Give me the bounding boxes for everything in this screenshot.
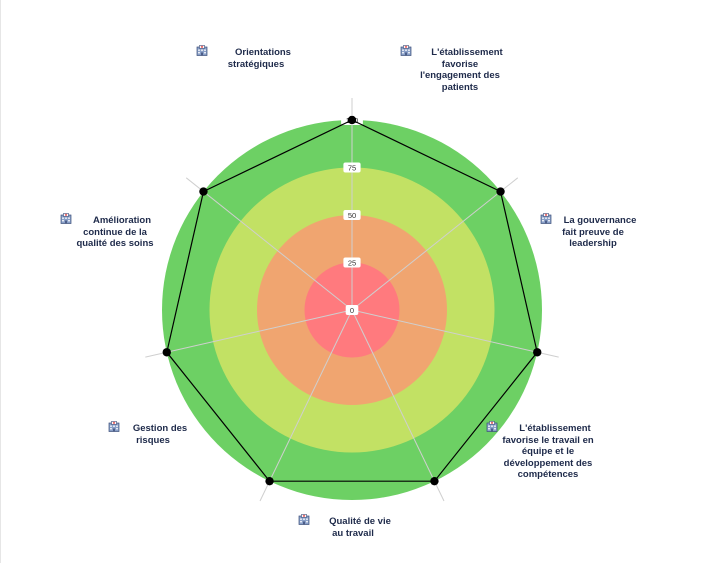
axis-label-text: équipe et le <box>521 446 575 457</box>
axis-label-text: L'établissement <box>519 423 591 434</box>
hospital-icon <box>60 213 91 224</box>
axis-label-text: risques <box>136 434 170 446</box>
axis-label-text: l'engagement des <box>420 70 500 81</box>
data-point-7 <box>199 187 208 196</box>
tick-label-bg <box>343 162 361 173</box>
hospital-icon <box>486 421 517 432</box>
axis-label-text: fait preuve de <box>562 226 624 238</box>
axis-label-text: Orientations <box>235 47 291 58</box>
data-point-1 <box>347 115 357 125</box>
tick-label-25: 25 <box>343 257 361 268</box>
tick-label-text: 25 <box>348 258 356 267</box>
hospital-icon <box>298 514 327 525</box>
axis-label-line: Amélioration <box>60 213 170 227</box>
tick-label-bg <box>343 257 361 268</box>
axis-label-line: compétences <box>486 469 610 481</box>
axis-spokes <box>145 98 559 502</box>
axis-label-text: continue de la <box>83 226 147 238</box>
spoke-6 <box>145 309 353 358</box>
data-point-4 <box>430 476 439 486</box>
axis-label-line: favorise le travail en <box>486 435 610 447</box>
axis-label-line: stratégiques <box>196 59 316 71</box>
axis-label-text: Qualité de vie <box>329 516 391 527</box>
axis-label-text: favorise le travail en <box>502 434 594 446</box>
tick-label-bg <box>343 210 361 220</box>
data-point-5 <box>265 476 274 486</box>
spoke-7 <box>185 177 353 311</box>
spoke-5 <box>259 309 353 502</box>
tick-label-text: 75 <box>348 163 356 172</box>
tick-label-75: 75 <box>343 162 361 173</box>
axis-label-line: l'engagement des <box>400 70 520 82</box>
axis-label-line: Qualité de vie <box>298 514 408 528</box>
tick-label-50: 50 <box>343 210 361 220</box>
axis-label-text: leadership <box>569 238 617 249</box>
axis-label-line: continue de la <box>60 227 170 239</box>
series-polygon <box>166 119 538 482</box>
axis-label-text: développement des <box>503 457 593 469</box>
axis-label-line: La gouvernance <box>540 213 646 227</box>
data-point-3 <box>533 348 542 357</box>
axis-label-text: L'établissement <box>431 47 503 58</box>
axis-label-line: favorise <box>400 59 520 71</box>
axis-label-line: leadership <box>540 238 646 250</box>
tick-label-text: 0 <box>350 306 354 315</box>
axis-label-line: équipe et le <box>486 446 610 458</box>
axis-label-text: stratégiques <box>227 58 285 70</box>
axis-label-text: Gestion des <box>132 423 188 434</box>
axis-label-text: Amélioration <box>92 215 152 226</box>
hospital-icon <box>108 421 131 432</box>
tick-label-text: 50 <box>348 211 356 220</box>
axis-label-text: au travail <box>332 527 374 539</box>
hospital-icon <box>400 45 429 56</box>
axis-label-line: qualité des soins <box>60 238 170 250</box>
axis-label-line: fait preuve de <box>540 227 646 239</box>
spoke-3 <box>351 309 559 358</box>
tick-label-bg <box>345 305 359 315</box>
axis-label-line: Gestion des <box>108 421 198 435</box>
axis-label-text: compétences <box>517 469 579 480</box>
axis-label-line: L'établissement <box>486 421 610 435</box>
axis-label-text: La gouvernance <box>563 215 637 226</box>
hospital-icon <box>196 45 233 56</box>
data-point-6 <box>162 348 171 357</box>
axis-label-line: L'établissement <box>400 45 520 59</box>
axis-label-text: favorise <box>441 58 479 70</box>
axis-label-line: développement des <box>486 458 610 470</box>
axis-label-line: au travail <box>298 528 408 540</box>
spoke-4 <box>351 309 445 502</box>
data-point-2 <box>496 187 505 196</box>
tick-label-0: 0 <box>345 305 359 315</box>
axis-label-text: patients <box>441 81 479 93</box>
axis-label-line: Orientations <box>196 45 316 59</box>
axis-label-line: patients <box>400 82 520 94</box>
axis-label-text: qualité des soins <box>76 238 154 249</box>
axis-label-line: risques <box>108 435 198 447</box>
hospital-icon <box>540 213 562 224</box>
series-polygon-group <box>162 115 542 486</box>
spoke-2 <box>351 177 519 311</box>
